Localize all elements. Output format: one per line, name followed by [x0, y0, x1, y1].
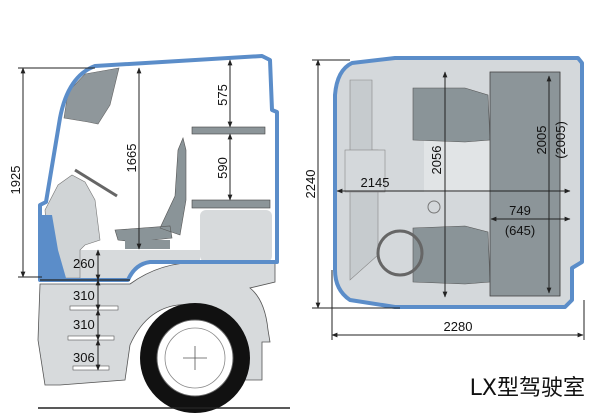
- dim-step-3: 310: [73, 317, 95, 332]
- dim-bunk-width-alt: (645): [505, 223, 535, 238]
- dim-overall-width: 2240: [303, 170, 318, 199]
- side-view: 1925 1665 575 590 260 310 310 306: [8, 54, 290, 413]
- top-console: [344, 149, 386, 193]
- step-2: [67, 335, 115, 341]
- dim-overall-height: 1925: [8, 166, 23, 195]
- driver-seat-top: [412, 225, 491, 285]
- dim-interior-length: 2145: [361, 175, 390, 190]
- dim-interior-height: 1665: [124, 144, 139, 173]
- dim-bunk-spacing: 590: [215, 157, 230, 179]
- top-view: 2240 2280 2145 2056 2005 (2005) 749 (645…: [303, 56, 585, 340]
- steering-wheel: [74, 168, 118, 198]
- dim-bunk-length-alt: (2005): [553, 121, 568, 159]
- cab-outline: [38, 54, 279, 282]
- dim-overall-length: 2280: [444, 319, 473, 334]
- gear-lever: [427, 200, 441, 214]
- step-1: [69, 305, 119, 311]
- dim-step-1: 260: [73, 256, 95, 271]
- lower-bunk: [191, 199, 271, 209]
- rear-storage: [200, 210, 272, 262]
- seat-base: [125, 240, 170, 249]
- upper-bunk: [191, 126, 266, 135]
- steering-wheel-top: [376, 229, 424, 277]
- dim-step-4: 306: [73, 350, 95, 365]
- front-panel: [40, 215, 66, 280]
- dim-bunk-length: 2005: [534, 126, 549, 155]
- step-3: [72, 365, 110, 371]
- dim-step-2: 310: [73, 288, 95, 303]
- floor-center: [424, 140, 490, 192]
- dim-interior-width: 2056: [429, 146, 444, 175]
- diagram-title: LX型驾驶室: [470, 376, 585, 401]
- dim-bunk-width: 749: [509, 203, 531, 218]
- dim-upper-bunk: 575: [215, 84, 230, 106]
- wheel: [140, 303, 250, 413]
- passenger-seat-top: [412, 87, 491, 143]
- windshield: [63, 67, 120, 125]
